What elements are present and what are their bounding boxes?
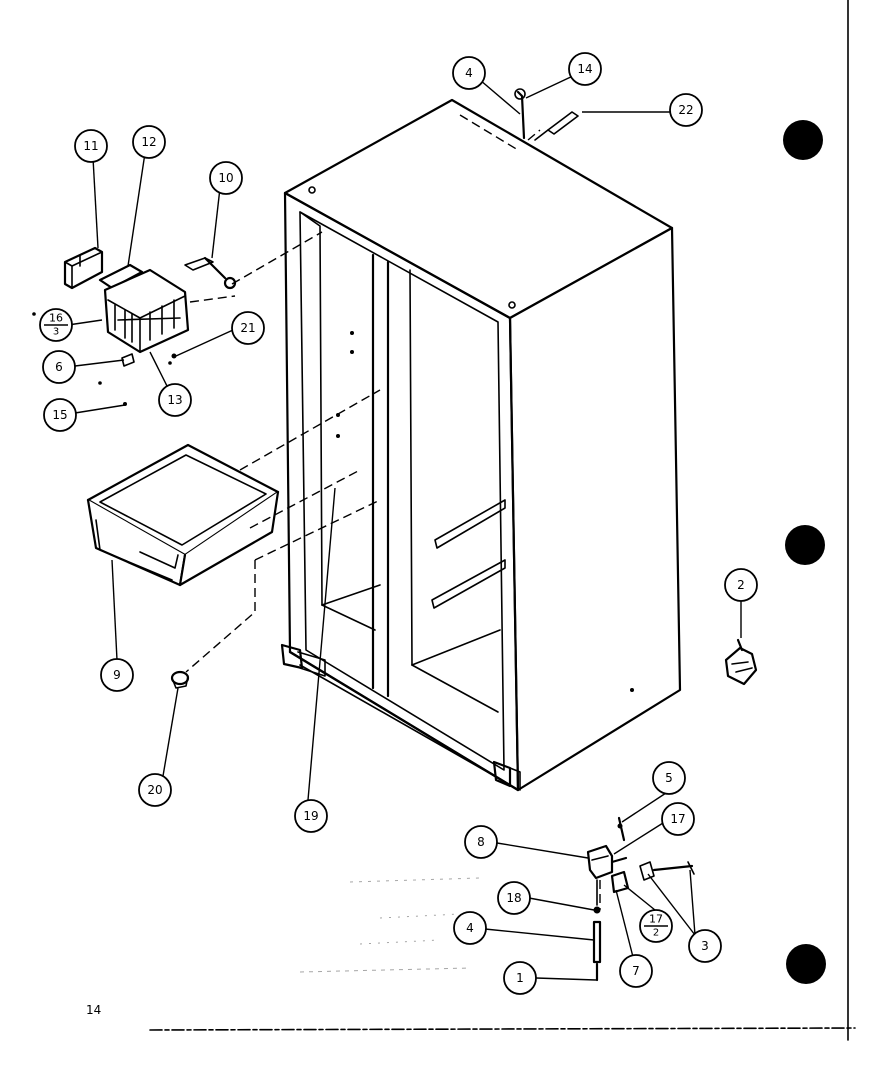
callout-20: 20: [138, 773, 172, 807]
callout-13: 13: [158, 383, 192, 417]
callout-17-2: 17 2: [639, 909, 673, 943]
svg-text:4: 4: [465, 66, 473, 80]
callout-5: 5: [652, 761, 686, 795]
binder-hole-top: [783, 120, 823, 160]
svg-text:17: 17: [649, 913, 663, 926]
svg-text:1: 1: [516, 971, 524, 985]
svg-text:16: 16: [49, 312, 63, 325]
callout-11: 11: [74, 129, 108, 163]
callout-14: 14: [568, 52, 602, 86]
callout-16-3: 16 3: [39, 308, 73, 342]
callout-22: 22: [669, 93, 703, 127]
svg-text:19: 19: [303, 809, 318, 823]
callout-19: 19: [294, 799, 328, 833]
faint-markings: [299, 877, 481, 973]
leader-lines: [67, 74, 742, 981]
part-20-knob: [170, 670, 190, 689]
callout-15: 15: [43, 398, 77, 432]
water-valve-assembly: [586, 816, 695, 982]
top-parts: [514, 88, 579, 141]
callout-4-bottom: 4: [453, 911, 487, 945]
svg-text:7: 7: [632, 964, 640, 978]
svg-text:5: 5: [665, 771, 673, 785]
svg-text:21: 21: [240, 321, 255, 335]
callout-2: 2: [724, 568, 758, 602]
svg-text:6: 6: [55, 360, 63, 374]
callout-8: 8: [464, 825, 498, 859]
callout-6: 6: [42, 350, 76, 384]
svg-text:8: 8: [477, 835, 485, 849]
page-edge-bottom: [149, 1027, 856, 1031]
ice-maker-assembly: [32, 246, 237, 406]
assembly-dashed-lines: [185, 114, 601, 910]
binder-hole-middle: [785, 525, 825, 565]
svg-text:11: 11: [83, 139, 98, 153]
binder-hole-bottom: [786, 944, 826, 984]
callout-21: 21: [231, 311, 265, 345]
callout-17: 17: [661, 802, 695, 836]
callout-12: 12: [132, 125, 166, 159]
svg-text:15: 15: [52, 408, 67, 422]
svg-text:18: 18: [506, 891, 521, 905]
svg-text:14: 14: [577, 62, 592, 76]
svg-text:10: 10: [218, 171, 233, 185]
callout-10: 10: [209, 161, 243, 195]
svg-text:4: 4: [466, 921, 474, 935]
svg-text:3: 3: [53, 327, 59, 338]
svg-text:9: 9: [113, 668, 121, 682]
part-2-valve: [724, 638, 758, 686]
refrigerator-cabinet: [280, 98, 682, 792]
callout-4-top: 4: [452, 56, 486, 90]
svg-text:12: 12: [141, 135, 156, 149]
callout-7: 7: [619, 954, 653, 988]
callout-3: 3: [688, 929, 722, 963]
page-number: 14: [86, 1003, 101, 1017]
svg-text:3: 3: [701, 939, 709, 953]
svg-text:2: 2: [737, 578, 745, 592]
callout-9: 9: [100, 658, 134, 692]
callout-18: 18: [497, 881, 531, 915]
ice-bin: [86, 443, 280, 587]
svg-text:13: 13: [167, 393, 182, 407]
svg-text:22: 22: [678, 103, 693, 117]
callout-1: 1: [503, 961, 537, 995]
svg-text:17: 17: [670, 812, 685, 826]
svg-text:2: 2: [653, 928, 659, 939]
svg-text:20: 20: [147, 783, 162, 797]
